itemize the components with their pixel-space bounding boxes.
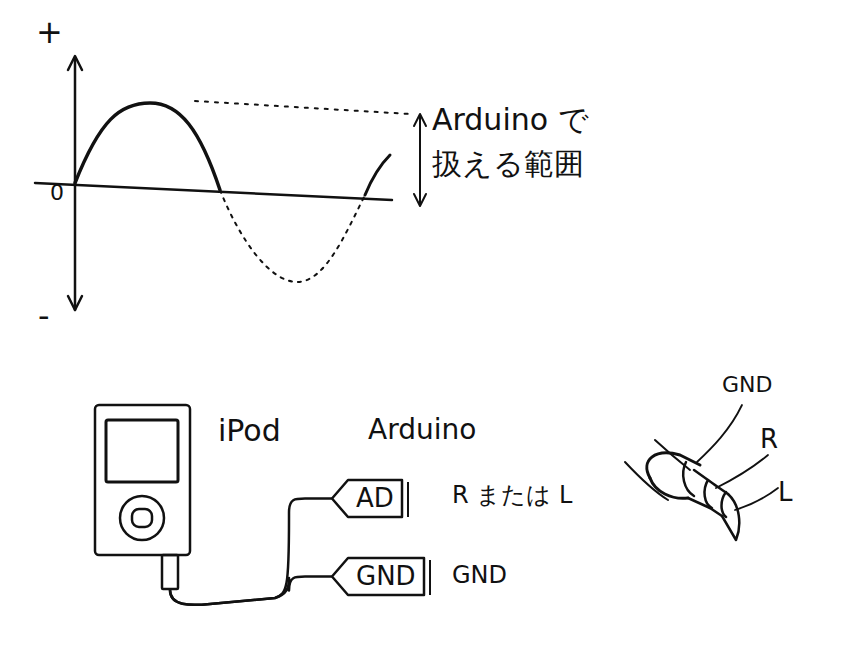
leader-line [697,405,742,462]
pin-tag: GND [330,556,426,597]
x-axis [35,183,392,200]
device-label: Arduino [368,414,476,446]
plug-body [647,453,700,478]
pin-note: GND [452,562,507,590]
plug-contact-label: L [778,478,793,508]
audio-cable [170,577,331,605]
plug-tip [722,494,739,540]
pin-note: R または L [452,482,572,510]
tag-shape [332,558,424,595]
plug-ring [705,480,712,508]
axis-sign: + [36,14,63,51]
leader-line [735,488,778,510]
sine-positive-half [75,103,220,190]
plug-contact-label: R [760,425,778,455]
audio-cable [170,499,331,605]
arrowhead [414,114,426,126]
peak-level-line [195,101,410,114]
plug-ring-section [710,485,728,516]
axis-arrowhead [68,296,82,310]
axis-sign: - [38,298,50,335]
arrowhead [414,194,426,206]
leader-line [716,455,768,488]
tag-edge [429,560,431,595]
origin-label: 0 [50,180,64,205]
plug-ring [722,492,727,517]
pin-tag: AD [330,478,404,519]
range-note: Arduino で 扱える範囲 [432,98,622,185]
pin-name: AD [356,484,394,513]
device-label: iPod [218,414,281,447]
pin-name: GND [356,562,416,591]
sine-rising [365,155,390,195]
plug-sleeve [688,470,715,508]
ipod-outline [90,400,195,590]
ipod-device: iPod [90,400,195,590]
plug-body [650,478,688,498]
tag-shape [332,480,402,517]
range-arrow [419,115,421,205]
plug-contact-label: GND [722,372,772,397]
sine-negative-half [220,190,365,282]
plug-ring [683,462,694,496]
axis-arrowhead [68,56,82,70]
tag-edge [407,482,409,517]
